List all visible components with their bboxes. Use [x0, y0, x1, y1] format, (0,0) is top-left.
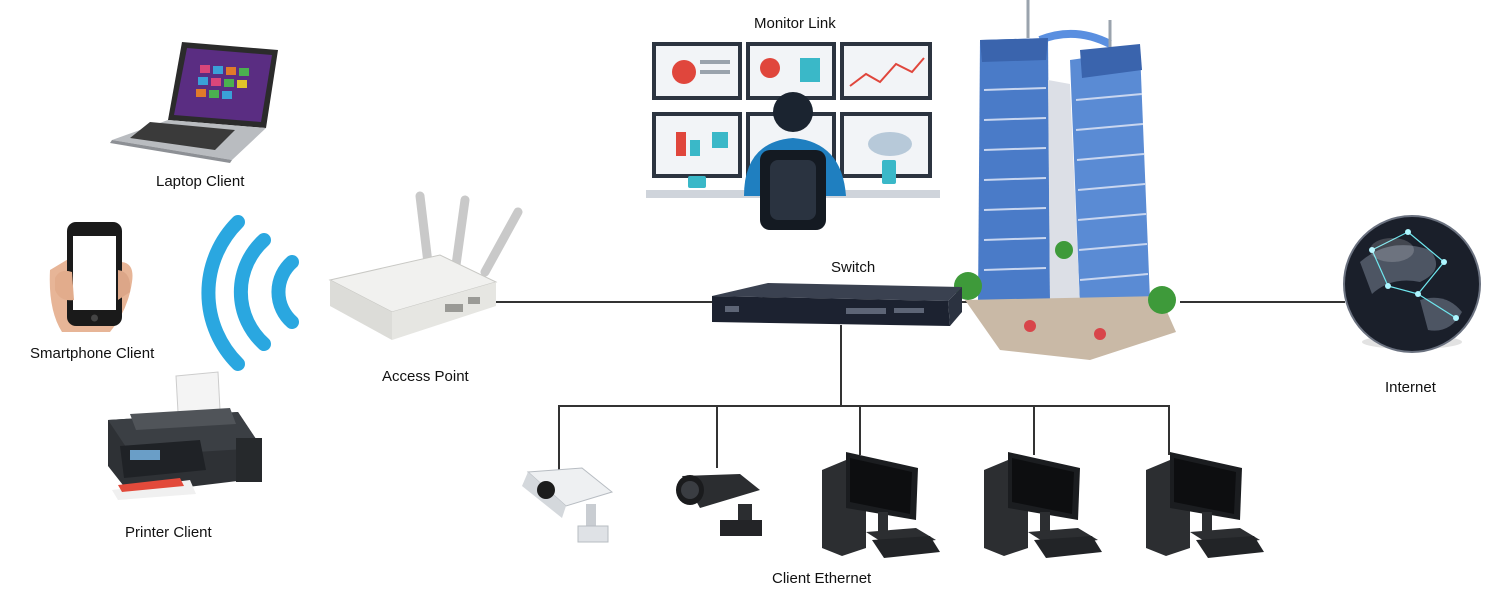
connection-lines: [490, 301, 1345, 470]
printer-client-label: Printer Client: [125, 524, 212, 541]
monitor-link-label: Monitor Link: [754, 15, 836, 32]
smartphone-icon: [49, 222, 133, 332]
internet-label: Internet: [1385, 379, 1436, 396]
network-switch-icon: [712, 283, 962, 326]
desktop-computer-icon: [1146, 452, 1264, 558]
laptop-icon: [110, 42, 278, 163]
switch-label: Switch: [831, 259, 876, 276]
office-building-icon: [954, 0, 1176, 360]
client-ethernet-label: Client Ethernet: [772, 570, 872, 587]
desktop-computer-icon: [984, 452, 1102, 558]
bullet-security-camera-icon: [676, 474, 762, 536]
access-point-label: Access Point: [382, 368, 469, 385]
wireless-access-point-icon: [328, 191, 523, 340]
globe-icon: [1343, 215, 1481, 353]
monitoring-station-icon: [646, 42, 940, 230]
laptop-client-label: Laptop Client: [156, 173, 245, 190]
smartphone-client-label: Smartphone Client: [30, 345, 155, 362]
desktop-computer-icon: [822, 452, 940, 558]
wifi-signal-icon: [201, 215, 299, 371]
box-security-camera-icon: [522, 467, 614, 543]
printer-icon: [108, 371, 262, 500]
